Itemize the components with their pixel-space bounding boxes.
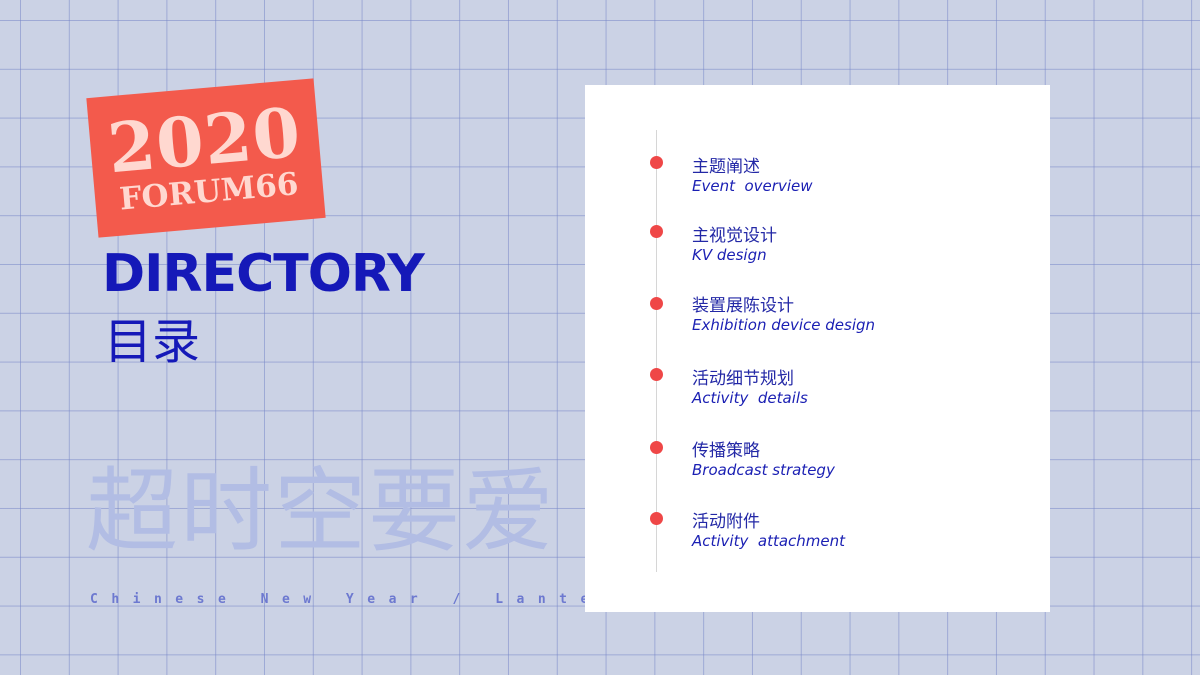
directory-title: DIRECTORY xyxy=(102,244,425,304)
background-caption: Chinese New Year / Lanter Day xyxy=(90,592,709,607)
toc-item-en: KV design xyxy=(692,246,767,264)
directory-title-cn: 目录 xyxy=(104,314,201,370)
toc-item-en: Broadcast strategy xyxy=(692,461,835,479)
toc-item-cn: 活动细节规划 xyxy=(692,369,794,389)
bullet-dot xyxy=(650,368,663,381)
toc-card: 主题阐述 Event overview 主视觉设计 KV design 装置展陈… xyxy=(585,85,1050,612)
bullet-dot xyxy=(650,441,663,454)
bullet-dot xyxy=(650,297,663,310)
bullet-dot xyxy=(650,156,663,169)
timeline-line xyxy=(656,130,657,572)
toc-item-cn: 传播策略 xyxy=(692,441,760,461)
bullet-dot xyxy=(650,225,663,238)
bullet-dot xyxy=(650,512,663,525)
toc-item-en: Exhibition device design xyxy=(692,316,876,334)
toc-item-en: Activity attachment xyxy=(692,532,846,550)
toc-item-en: Activity details xyxy=(692,389,808,407)
toc-item-cn: 主题阐述 xyxy=(692,157,760,177)
toc-item-en: Event overview xyxy=(692,177,813,195)
background-slogan: 超时空要爱 xyxy=(86,458,557,565)
year-stamp: 2020 FORUM66 xyxy=(86,78,326,238)
toc-item-cn: 活动附件 xyxy=(692,512,760,532)
toc-item-cn: 装置展陈设计 xyxy=(692,296,794,316)
toc-item-cn: 主视觉设计 xyxy=(692,226,777,246)
